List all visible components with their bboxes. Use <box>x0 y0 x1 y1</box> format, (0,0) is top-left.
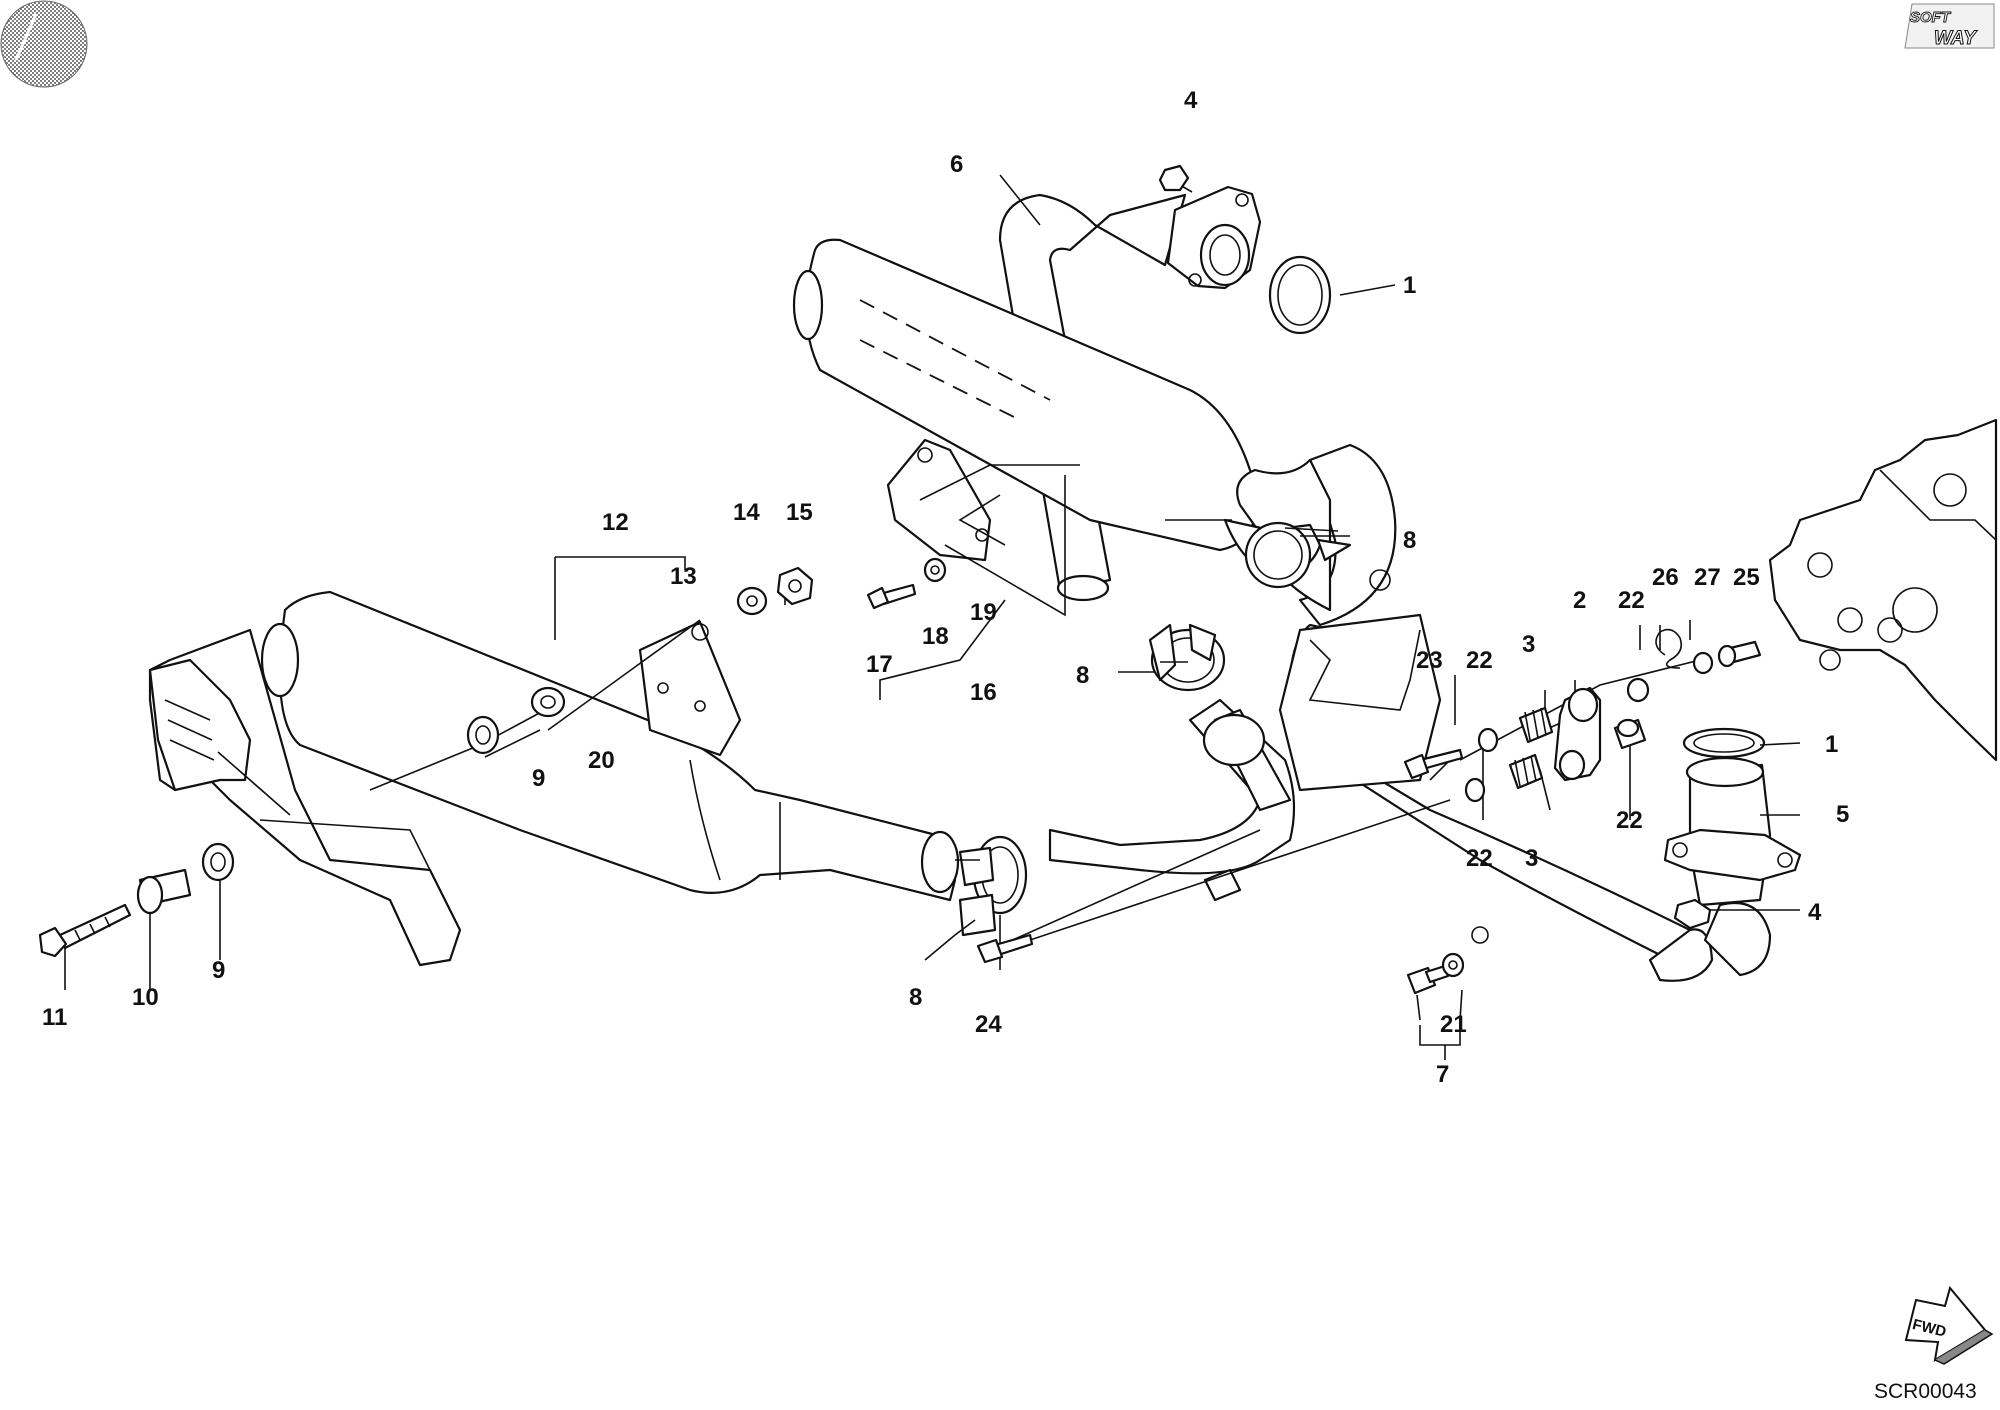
callout-8-upper-right: 8 <box>1403 527 1416 554</box>
clamp-upper <box>1223 518 1352 589</box>
rubber-mount-3-lower <box>1508 753 1544 790</box>
engine-casing <box>1768 418 1998 762</box>
callout-4-lower: 4 <box>1808 899 1822 926</box>
callout-21: 21 <box>1440 1011 1467 1038</box>
washer-22-b <box>1464 777 1486 803</box>
bolt-25 <box>1717 640 1762 668</box>
grommet-9-upper <box>466 715 500 755</box>
drawing-code: SCR00043 <box>1874 1380 1977 1403</box>
bolt-24 <box>976 933 1034 964</box>
gasket-upper <box>1268 255 1332 335</box>
callout-1-upper: 1 <box>1403 272 1416 299</box>
callout-3-lower: 3 <box>1525 845 1538 872</box>
callout-16: 16 <box>970 679 997 706</box>
spacer-22-d <box>1613 718 1647 750</box>
svg-text:WAY: WAY <box>1934 28 1978 49</box>
rubber-mount-3-upper <box>1518 706 1554 744</box>
bolt-11 <box>38 903 132 958</box>
clamp-middle <box>1148 623 1226 692</box>
washer-27 <box>1692 651 1714 675</box>
callout-9-upper: 9 <box>532 765 545 792</box>
bolt-23 <box>1403 748 1464 780</box>
callout-27: 27 <box>1694 564 1721 591</box>
callout-22-b: 22 <box>1466 845 1493 872</box>
callout-8-lower: 8 <box>909 984 922 1011</box>
softway-logo: SOFT WAY <box>1904 3 1995 50</box>
washer-14 <box>736 586 768 616</box>
callout-13: 13 <box>670 563 697 590</box>
corner-disc-icon <box>0 0 88 88</box>
callout-7: 7 <box>1436 1061 1449 1088</box>
callout-24: 24 <box>975 1011 1002 1038</box>
forward-arrow-icon: FWD <box>1904 1285 1994 1365</box>
callout-6: 6 <box>950 151 963 178</box>
mount-link-2 <box>1553 686 1602 782</box>
bolt-7 <box>1406 964 1450 995</box>
callout-2: 2 <box>1573 587 1586 614</box>
callout-17: 17 <box>866 651 893 678</box>
callout-18: 18 <box>922 623 949 650</box>
fasteners <box>38 164 1762 995</box>
clamp-lower <box>958 835 1028 937</box>
callout-19: 19 <box>970 599 997 626</box>
callout-23: 23 <box>1416 647 1443 674</box>
callout-1-right: 1 <box>1825 731 1838 758</box>
callout-26: 26 <box>1652 564 1679 591</box>
flange-nut-lower <box>1673 898 1712 930</box>
svg-text:SOFT: SOFT <box>1910 9 1952 26</box>
grommet-9-lower <box>201 842 235 882</box>
callout-8-middle: 8 <box>1076 662 1089 689</box>
lower-silencer <box>260 590 960 902</box>
callout-5: 5 <box>1836 801 1849 828</box>
spacer-10 <box>136 868 192 915</box>
grommet-20 <box>530 686 566 718</box>
callout-9-lower: 9 <box>212 957 225 984</box>
callout-10: 10 <box>132 984 159 1011</box>
spring-clip-26 <box>1655 628 1683 669</box>
callout-22-a: 22 <box>1466 647 1493 674</box>
washer-22-c <box>1626 677 1650 703</box>
gasket-right <box>1682 727 1766 759</box>
washer-18 <box>923 557 947 583</box>
callout-15: 15 <box>786 499 813 526</box>
callout-22-d: 22 <box>1616 807 1643 834</box>
washer-21 <box>1441 952 1465 978</box>
nut-15 <box>776 566 814 606</box>
upper-mounting-bracket <box>886 438 992 562</box>
callout-22-c: 22 <box>1618 587 1645 614</box>
callout-25: 25 <box>1733 564 1760 591</box>
collector-pipe <box>1048 443 1772 982</box>
callout-11: 11 <box>42 1004 67 1031</box>
callout-labels: 4 6 1 8 14 15 12 13 19 18 17 16 8 20 9 9… <box>42 87 1849 1088</box>
washer-22-a <box>1477 727 1499 753</box>
callout-4-upper: 4 <box>1184 87 1198 114</box>
callout-3-upper: 3 <box>1522 631 1535 658</box>
inlet-flange-pipe <box>1663 756 1802 907</box>
callout-20: 20 <box>588 747 615 774</box>
bolt-17 <box>866 583 917 610</box>
flange-nut-upper <box>1158 164 1190 192</box>
callout-14: 14 <box>733 499 760 526</box>
callout-12: 12 <box>602 509 629 536</box>
